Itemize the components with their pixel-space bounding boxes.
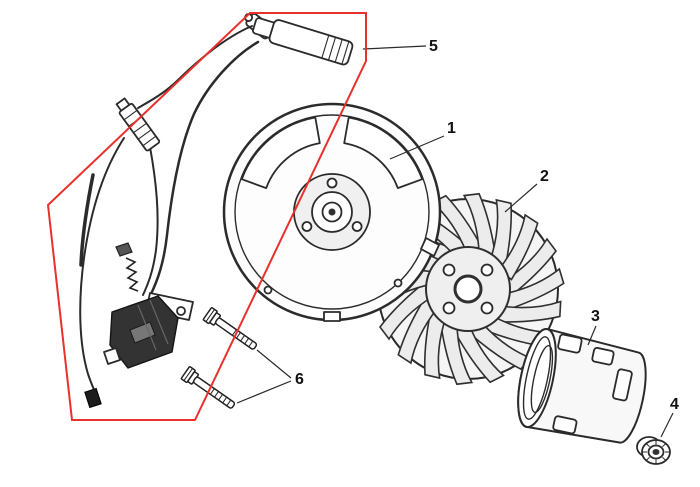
wire-terminal [84, 387, 102, 409]
callout-3: 3 [591, 308, 600, 325]
rim-hole [263, 285, 273, 295]
cup-slot [557, 333, 583, 354]
plunger-cap [115, 242, 133, 257]
fan-hub-hole [480, 301, 494, 315]
leader-line-1 [389, 135, 445, 160]
leader-line-2 [504, 183, 538, 213]
coil-core [129, 321, 156, 344]
hub-bolt-hole [326, 177, 338, 189]
plug-lead-wire [137, 25, 253, 109]
rim-tab [323, 311, 341, 322]
coil-wire [142, 146, 159, 296]
leader-line-4 [660, 412, 674, 438]
nut-serrations [642, 440, 670, 464]
mounting-bolt [202, 306, 261, 354]
rim-hole [393, 278, 403, 288]
cap-boot [268, 19, 354, 66]
ht-lead-wire [148, 40, 260, 298]
leader-line-3 [587, 325, 597, 346]
callout-1: 1 [447, 120, 456, 137]
highlight-outline [46, 12, 367, 421]
callout-2: 2 [540, 168, 549, 185]
callout-6: 6 [295, 371, 304, 388]
coil-foot [103, 347, 121, 365]
bracket-hole [176, 306, 186, 316]
stop-switch-wire [79, 137, 125, 399]
ignition-coil-assembly [79, 25, 260, 409]
cap-ribs [321, 35, 350, 65]
hub-bolt-hole [301, 221, 313, 232]
leader-line-6b [236, 380, 292, 404]
mounting-bolts [180, 306, 261, 413]
starter-cup [517, 327, 647, 444]
callout-4: 4 [670, 396, 679, 413]
fan-hub-hole [480, 263, 494, 277]
callout-5: 5 [429, 38, 438, 55]
spark-plug-cap [244, 12, 354, 66]
magnet-shoe [343, 116, 424, 189]
magnet-shoe [240, 116, 321, 189]
leader-line-5 [362, 45, 427, 50]
cup-front-rim [517, 327, 557, 429]
fan-hub-hole [442, 263, 456, 277]
hub-bolt-hole [351, 221, 363, 232]
fan-hub-hole [442, 301, 456, 315]
leader-line-6a [256, 349, 292, 379]
flange-nut [636, 436, 671, 465]
fan-center-hole [453, 274, 483, 304]
coil-spring [125, 257, 139, 292]
flywheel-magneto [222, 102, 442, 322]
rim-tab [420, 237, 440, 257]
cup-slot [612, 368, 633, 402]
wire-sheath [79, 173, 95, 267]
cup-slot [591, 346, 615, 366]
cup-slot [552, 415, 578, 435]
